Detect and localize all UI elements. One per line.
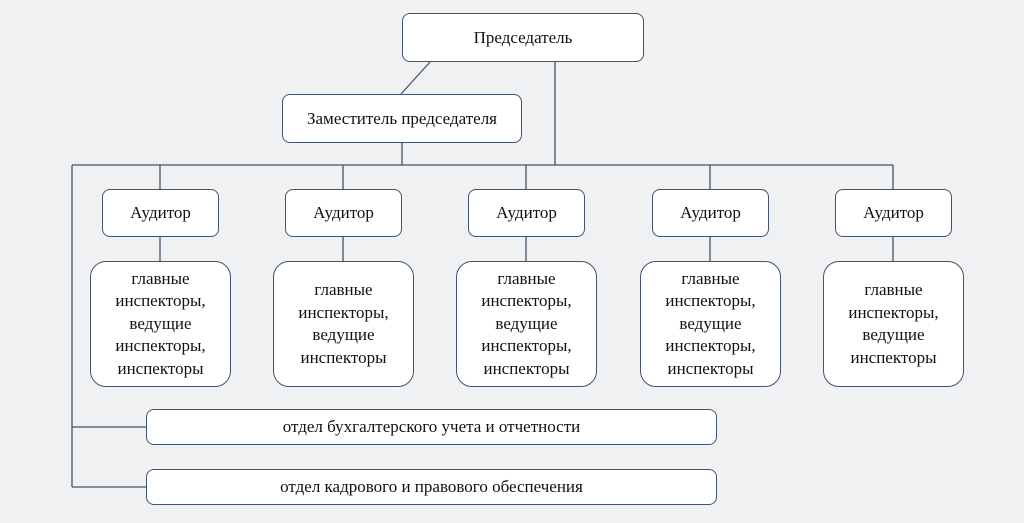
node-staff-4: главные инспекторы, ведущие инспекторы, … [640, 261, 781, 387]
node-auditor-2: Аудитор [285, 189, 402, 237]
node-staff-3: главные инспекторы, ведущие инспекторы, … [456, 261, 597, 387]
node-auditor-4: Аудитор [652, 189, 769, 237]
node-deputy: Заместитель председателя [282, 94, 522, 143]
node-auditor-3: Аудитор [468, 189, 585, 237]
node-staff-5: главные инспекторы, ведущие инспекторы [823, 261, 964, 387]
node-auditor-1: Аудитор [102, 189, 219, 237]
node-staff-2: главные инспекторы, ведущие инспекторы [273, 261, 414, 387]
node-auditor-5: Аудитор [835, 189, 952, 237]
node-staff-1: главные инспекторы, ведущие инспекторы, … [90, 261, 231, 387]
connector-chairman-deputy [400, 61, 431, 95]
node-accounting-department: отдел бухгалтерского учета и отчетности [146, 409, 717, 445]
node-chairman: Председатель [402, 13, 644, 62]
node-hr-legal-department: отдел кадрового и правового обеспечения [146, 469, 717, 505]
